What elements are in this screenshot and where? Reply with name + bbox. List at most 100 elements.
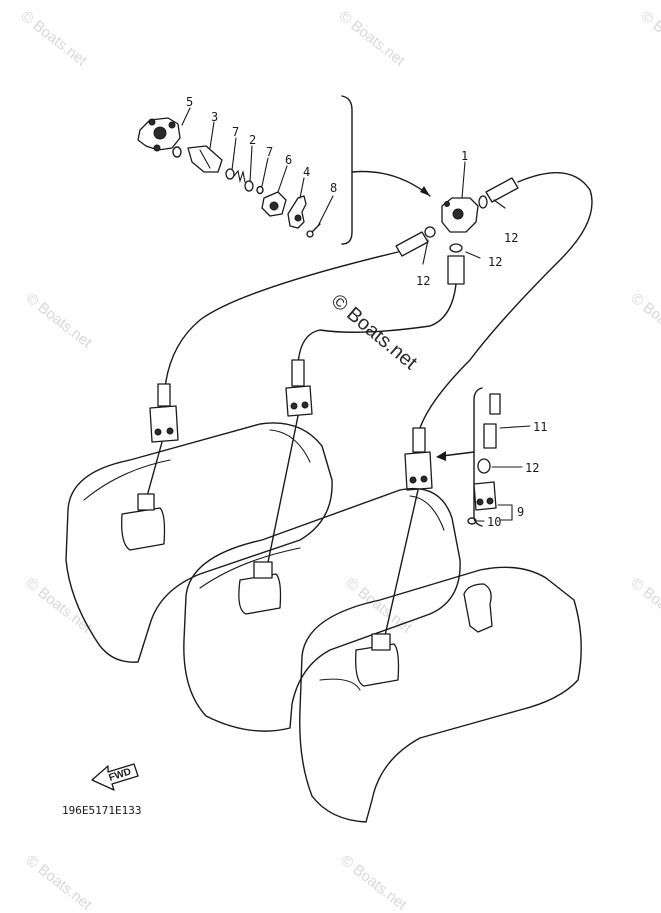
cap-center bbox=[269, 201, 279, 211]
callout-5: 5 bbox=[186, 95, 193, 109]
leader bbox=[497, 504, 513, 521]
callouts: 5 3 7 2 7 6 4 8 1 12 12 12 11 12 9 10 bbox=[186, 95, 547, 529]
leader bbox=[422, 239, 429, 265]
washer bbox=[244, 180, 254, 192]
watermark: © Boats.net bbox=[638, 8, 661, 70]
fuel-tank-left bbox=[65, 422, 333, 663]
callout-1: 1 bbox=[461, 149, 468, 163]
leader bbox=[461, 161, 466, 199]
tank-fitting-top bbox=[137, 493, 155, 511]
fwd-arrow: FWD bbox=[91, 763, 139, 791]
leader bbox=[261, 157, 269, 187]
leader bbox=[277, 165, 288, 193]
feed-line bbox=[145, 441, 163, 501]
hose-line bbox=[419, 172, 593, 429]
hose-piece bbox=[489, 393, 501, 415]
joint-9 bbox=[473, 481, 497, 511]
callout-3: 3 bbox=[211, 110, 218, 124]
tank-edge bbox=[409, 495, 445, 531]
leader bbox=[317, 195, 334, 227]
fuel-cock-port bbox=[452, 208, 464, 220]
tank-fitting-right bbox=[355, 643, 400, 687]
hose-line bbox=[164, 251, 399, 389]
connector-hose bbox=[157, 383, 171, 407]
callout-2: 2 bbox=[249, 133, 256, 147]
connector-hole bbox=[301, 401, 309, 409]
leader bbox=[181, 107, 191, 126]
fuel-cock-exploded-view bbox=[137, 107, 334, 238]
hose-segment bbox=[447, 255, 465, 285]
body-bolt bbox=[153, 144, 161, 152]
arrow-head bbox=[436, 451, 446, 461]
group-bracket bbox=[341, 95, 353, 245]
shaft-line bbox=[199, 149, 211, 169]
callout-12: 12 bbox=[525, 461, 539, 475]
fwd-arrow-shape bbox=[91, 763, 139, 791]
washer bbox=[225, 168, 235, 180]
leader bbox=[249, 145, 253, 183]
lever bbox=[287, 195, 307, 229]
tank-edge bbox=[199, 547, 301, 589]
fuel-tank-right bbox=[299, 566, 582, 823]
connector-hole bbox=[154, 428, 162, 436]
hose-routes bbox=[164, 172, 593, 429]
callout-12: 12 bbox=[416, 274, 430, 288]
leader bbox=[231, 137, 237, 171]
detail-arrow bbox=[441, 451, 475, 457]
body-bolt bbox=[148, 118, 156, 126]
connector-joint bbox=[149, 405, 179, 443]
watermark: © Boats.net bbox=[628, 575, 661, 637]
callout-12: 12 bbox=[488, 255, 502, 269]
tank-fitting-middle bbox=[238, 573, 282, 615]
hose-segment bbox=[485, 177, 519, 203]
filler-cap bbox=[463, 583, 493, 633]
watermark: © Boats.net bbox=[338, 852, 411, 913]
connector-joint bbox=[285, 385, 313, 417]
drawing-code: 196E5171E133 bbox=[62, 804, 141, 817]
tank-edge bbox=[319, 678, 361, 691]
watermark: © Boats.net bbox=[23, 852, 96, 913]
callout-4: 4 bbox=[303, 165, 310, 179]
body-port bbox=[153, 126, 167, 140]
callout-11: 11 bbox=[533, 420, 547, 434]
arrow-head bbox=[420, 186, 430, 196]
callout-9: 9 bbox=[517, 505, 524, 519]
feed-line bbox=[383, 489, 419, 641]
fuel-tank-middle bbox=[183, 487, 461, 732]
fuel-tanks bbox=[65, 422, 582, 823]
fuel-cock-assembled bbox=[395, 161, 519, 285]
connector-joint bbox=[404, 451, 433, 491]
connector-hole bbox=[420, 475, 428, 483]
connector-hole bbox=[409, 476, 417, 484]
callout-12: 12 bbox=[504, 231, 518, 245]
watermark: © Boats.net bbox=[23, 575, 96, 637]
leader bbox=[465, 251, 481, 259]
lever-pivot bbox=[294, 214, 302, 222]
connector-hole bbox=[166, 427, 174, 435]
tank-fitting-top bbox=[371, 633, 391, 651]
spring bbox=[233, 169, 246, 184]
hose-piece-11 bbox=[483, 423, 497, 449]
callout-10: 10 bbox=[487, 515, 501, 529]
watermark: © Boats.net bbox=[343, 575, 416, 637]
leader bbox=[499, 425, 531, 429]
callout-8: 8 bbox=[330, 181, 337, 195]
hose-clip bbox=[478, 195, 488, 209]
connector-detail-group bbox=[436, 387, 531, 527]
watermark: © Boats.net bbox=[18, 8, 91, 70]
callout-7: 7 bbox=[232, 125, 239, 139]
watermark: © Boats.net bbox=[336, 8, 409, 70]
clip-12 bbox=[477, 458, 491, 474]
hose-segment bbox=[395, 231, 429, 257]
feed-line bbox=[265, 415, 299, 573]
fuel-cock-bolt bbox=[444, 201, 450, 207]
joint-hole bbox=[476, 498, 484, 506]
detail-bracket bbox=[473, 387, 483, 527]
connector-hose bbox=[291, 359, 305, 387]
leader bbox=[493, 199, 506, 209]
tank-edge bbox=[83, 459, 171, 501]
o-ring-small bbox=[256, 185, 264, 195]
hose-line bbox=[297, 283, 457, 366]
tank-fitting-top bbox=[253, 561, 273, 579]
